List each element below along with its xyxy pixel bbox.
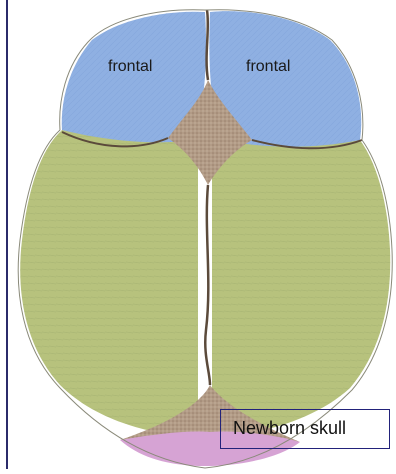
left-border-line: [6, 0, 8, 469]
parietal-bone-right-texture: [212, 138, 390, 437]
metopic-suture: [207, 10, 208, 80]
parietal-bone-left-texture: [20, 130, 198, 437]
label-frontal-left: frontal: [108, 58, 152, 76]
sagittal-suture: [205, 185, 210, 385]
caption-text: Newborn skull: [233, 418, 346, 439]
label-frontal-right: frontal: [246, 58, 290, 76]
